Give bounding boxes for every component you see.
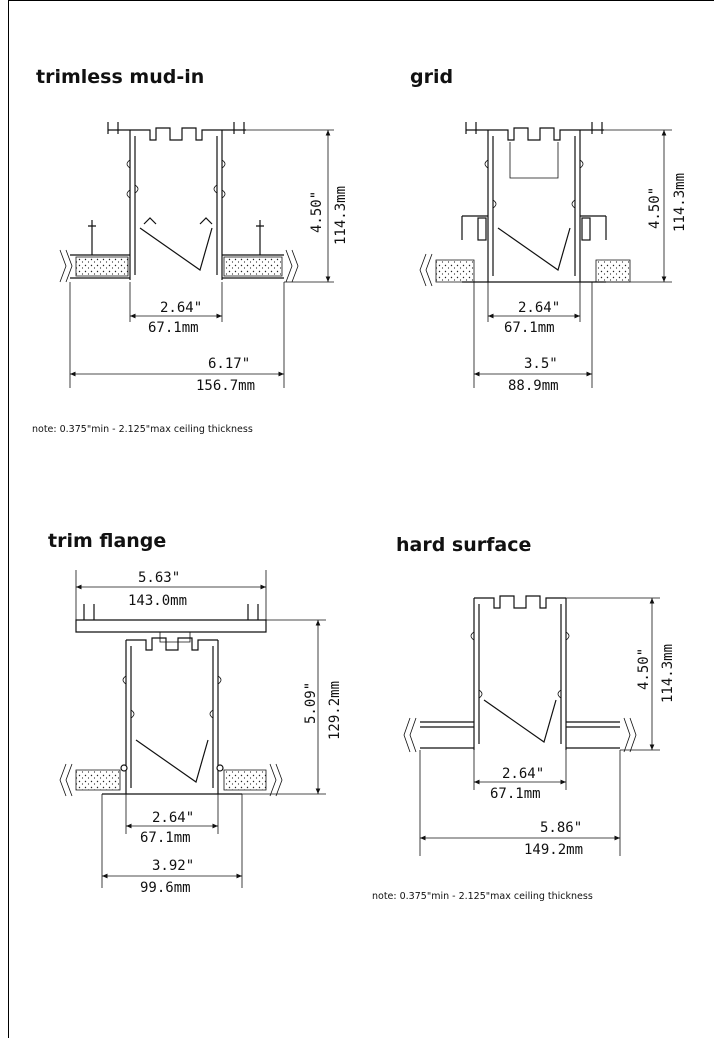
trimless-aperture-mm: 67.1mm bbox=[148, 320, 199, 336]
title-trimless-mud-in: trimless mud-in bbox=[36, 66, 205, 88]
trim-flange-aperture-mm: 67.1mm bbox=[140, 830, 191, 846]
hard-surface-cutout-mm: 149.2mm bbox=[524, 842, 583, 858]
trim-flange-height-in: 5.09" bbox=[303, 682, 319, 724]
trimless-height-in: 4.50" bbox=[309, 191, 325, 233]
title-grid: grid bbox=[410, 66, 454, 88]
note-ceiling-thickness-1: note: 0.375"min - 2.125"max ceiling thic… bbox=[32, 424, 253, 435]
hard-surface-height-in: 4.50" bbox=[636, 648, 652, 690]
title-trim-flange: trim flange bbox=[48, 530, 167, 552]
hard-surface-aperture-in: 2.64" bbox=[502, 766, 544, 782]
trim-flange-top-in: 5.63" bbox=[138, 570, 180, 586]
hard-surface-detail bbox=[403, 595, 660, 856]
drawing-sheet bbox=[8, 0, 714, 1038]
hard-surface-height-mm: 114.3mm bbox=[660, 644, 676, 703]
trimless-cutout-mm: 156.7mm bbox=[196, 378, 255, 394]
trimless-cutout-in: 6.17" bbox=[208, 356, 250, 372]
grid-aperture-in: 2.64" bbox=[518, 300, 560, 316]
trimless-aperture-in: 2.64" bbox=[160, 300, 202, 316]
hard-surface-cutout-in: 5.86" bbox=[540, 820, 582, 836]
trimless-mud-in-detail bbox=[59, 122, 334, 388]
grid-cutout-in: 3.5" bbox=[524, 356, 558, 372]
trim-flange-detail bbox=[59, 570, 326, 888]
note-ceiling-thickness-2: note: 0.375"min - 2.125"max ceiling thic… bbox=[372, 891, 593, 902]
grid-aperture-mm: 67.1mm bbox=[504, 320, 555, 336]
title-hard-surface: hard surface bbox=[396, 534, 532, 556]
grid-cutout-mm: 88.9mm bbox=[508, 378, 559, 394]
trim-flange-height-mm: 129.2mm bbox=[327, 681, 343, 740]
trim-flange-cutout-mm: 99.6mm bbox=[140, 880, 191, 896]
trimless-height-mm: 114.3mm bbox=[333, 186, 349, 245]
trim-flange-aperture-in: 2.64" bbox=[152, 810, 194, 826]
hard-surface-aperture-mm: 67.1mm bbox=[490, 786, 541, 802]
grid-height-mm: 114.3mm bbox=[672, 173, 688, 232]
trim-flange-top-mm: 143.0mm bbox=[128, 593, 187, 609]
trim-flange-cutout-in: 3.92" bbox=[152, 858, 194, 874]
grid-detail bbox=[419, 122, 672, 388]
grid-height-in: 4.50" bbox=[647, 187, 663, 229]
